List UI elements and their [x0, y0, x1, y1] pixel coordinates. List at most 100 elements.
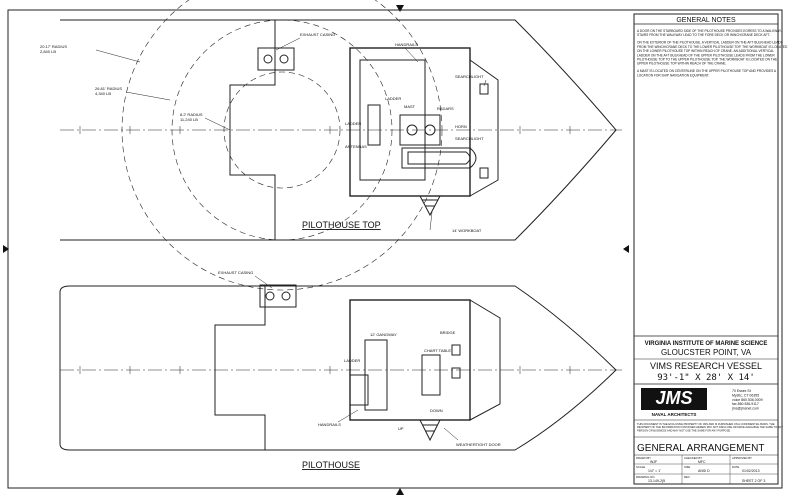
label-ladder-bottom: LADDER — [344, 358, 360, 363]
label-horn: HORN — [455, 124, 467, 129]
center-mark-bottom — [396, 488, 404, 495]
scale-label: SCALE — [636, 465, 645, 469]
drawing-title: GENERAL ARRANGEMENT — [637, 443, 764, 454]
stairs-top — [419, 195, 441, 217]
label-radius1-b: 2,840 LB — [40, 49, 56, 54]
label-up: UP — [398, 426, 404, 431]
text-line: PILOTHOUSE TOP TO THE UPPER PILOTHOUSE T… — [637, 58, 777, 62]
jms-logo — [641, 388, 707, 410]
mast-equipment — [399, 114, 441, 146]
text-line: RECIPIENT OF THE INFORMATION CONTAINED H… — [637, 425, 783, 429]
general-notes-heading: GENERAL NOTES — [676, 17, 736, 24]
label-bridge: BRIDGE — [440, 330, 456, 335]
text-line: LADDER ON THE AFT BULKHEAD OF THE UPPER … — [637, 53, 775, 57]
label-weathertight-door: WEATHERTIGHT DOOR — [456, 442, 501, 447]
text-line: UPPER PILOTHOUSE TOP WITHIN REACH OF THE… — [637, 62, 726, 66]
label-antennas: ANTENNAS — [345, 144, 367, 149]
date-value: 01/02/2013 — [742, 469, 760, 473]
sheet-number: SHEET 2 OF 3 — [742, 479, 765, 483]
label-radius2-b: 4,340 LB — [95, 91, 111, 96]
ladder-bottom — [349, 374, 369, 406]
upper-pilothouse-top — [359, 59, 426, 181]
text-line: jms@jmsnet.com — [731, 407, 759, 411]
scale-value: 1/4" = 1' — [648, 469, 661, 473]
drawing-no-label: DRAWING NO. — [636, 475, 655, 479]
pilothouse-outline-top — [349, 47, 471, 197]
exhaust-casing-bottom — [259, 284, 297, 308]
text-line: FROM THE WINCH/CRANE DECK TO THE LOWER P… — [637, 45, 788, 49]
checked-by-value: MFC — [698, 460, 706, 464]
text-line: ON THE EXTERIOR OF THE PILOTHOUSE, A VER… — [637, 41, 783, 45]
client-name: VIRGINIA INSTITUTE OF MARINE SCIENCE — [645, 341, 768, 347]
text-line: Mystic, CT 06355 — [732, 393, 759, 397]
drawn-by-label: DRAWN BY — [636, 456, 651, 460]
crane-radius-2 — [171, 19, 393, 241]
title-block: GENERAL NOTES A DOOR ON THE STARBOARD SI… — [633, 13, 788, 485]
center-mark-right — [623, 245, 629, 253]
label-handrails-bottom: HANDRAILS — [318, 422, 341, 427]
crane-radius-3 — [223, 71, 341, 189]
label-down: DOWN — [430, 408, 443, 413]
drawn-by-value: WJF — [650, 460, 657, 464]
approved-by-label: APPROVED BY — [732, 456, 752, 460]
stairs-bottom — [419, 419, 441, 442]
label-radius2-a: 26.81' RADIUS — [95, 86, 122, 91]
label-gangway: 12' GANGWAY — [370, 332, 397, 337]
label-radius1-a: 20.17' RADIUS — [40, 44, 67, 49]
pilothouse-outline-bottom — [349, 299, 471, 421]
label-searchlight-mid: SEARCHLIGHT — [455, 136, 484, 141]
crane-radius-1 — [121, 0, 443, 291]
size-label: SIZE — [684, 465, 690, 469]
label-ladder-upper: LADDER — [385, 96, 401, 101]
text-line: STAIRS FROM THE WALKWAY LEAD TO THE FORE… — [637, 33, 770, 37]
rev-label: REV — [684, 475, 690, 479]
label-searchlight-top: SEARCHLIGHT — [455, 74, 484, 79]
pilothouse-front-bottom — [469, 299, 501, 421]
exhaust-casing-top — [257, 47, 295, 71]
workboat-top — [401, 147, 477, 169]
checked-by-label: CHECKED BY — [684, 456, 702, 460]
ladder-top — [367, 104, 381, 146]
general-notes-body: A DOOR ON THE STARBOARD SIDE OF THE PILO… — [637, 29, 788, 77]
pilothouse-view — [59, 275, 622, 451]
label-exhaust-casing-top: EXHAUST CASING — [300, 32, 335, 37]
disclaimer: THIS DOCUMENT IS THE EXCLUSIVE PROPERTY … — [637, 422, 783, 432]
chart-table — [421, 354, 441, 396]
view-title-pilothouse-top: PILOTHOUSE TOP — [302, 220, 381, 230]
text-line: A DOOR ON THE STARBOARD SIDE OF THE PILO… — [637, 29, 782, 33]
client-location: GLOUCSTER POINT, VA — [661, 348, 752, 357]
label-exhaust-casing-bottom: EXHAUST CASING — [218, 270, 253, 275]
drawing-no-value: 13-149-2(5 — [648, 479, 665, 483]
label-mast: MAST — [404, 104, 416, 109]
text-line: voice 860.536.0009 — [732, 398, 763, 402]
logo-text: JMS — [655, 388, 692, 408]
label-workboat: 14' WORKBOAT — [452, 228, 482, 233]
text-line: fax 860.536.9117 — [732, 402, 759, 406]
text-line: A MAST IS LOCATED ON CENTERLINE ON THE U… — [637, 69, 777, 73]
deck-notch-bottom — [214, 286, 266, 450]
text-line: THIS DOCUMENT IS THE EXCLUSIVE PROPERTY … — [637, 422, 775, 426]
vessel-dimensions: 93'-1" X 28' X 14' — [657, 373, 755, 383]
label-radars: RADARS — [437, 106, 454, 111]
label-radius3-a: 8.2' RADIUS — [180, 112, 203, 117]
center-mark-left — [3, 245, 9, 253]
vessel-name: VIMS RESEARCH VESSEL — [650, 361, 762, 371]
date-label: DATE — [732, 465, 739, 469]
text-line: 70 Essex St — [732, 389, 751, 393]
label-ladder-mid: LADDER — [345, 121, 361, 126]
logo-subtitle: NAVAL ARCHITECTS — [652, 412, 697, 417]
text-line: PERSON OR BUSINESS AND MAY NOT USE THE S… — [637, 428, 731, 432]
pilothouse-front-top — [469, 59, 499, 197]
center-mark-top — [396, 5, 404, 12]
size-value: ANSI D — [698, 469, 710, 473]
label-radius3-b: 11,240 LB — [180, 117, 198, 122]
searchlight-top-icon — [479, 83, 489, 95]
label-handrails-top: HANDRAILS — [395, 42, 418, 47]
pilothouse-top-view — [60, 0, 622, 291]
label-chart-table: CHART TABLE — [424, 348, 451, 353]
view-title-pilothouse: PILOTHOUSE — [302, 460, 360, 470]
text-line: LOCATION FOR SHIP NAVIGATION EQUIPMENT. — [637, 73, 709, 77]
text-line: ON THE LOWER PILOTHOUSE TOP WITHIN REACH… — [637, 49, 774, 53]
